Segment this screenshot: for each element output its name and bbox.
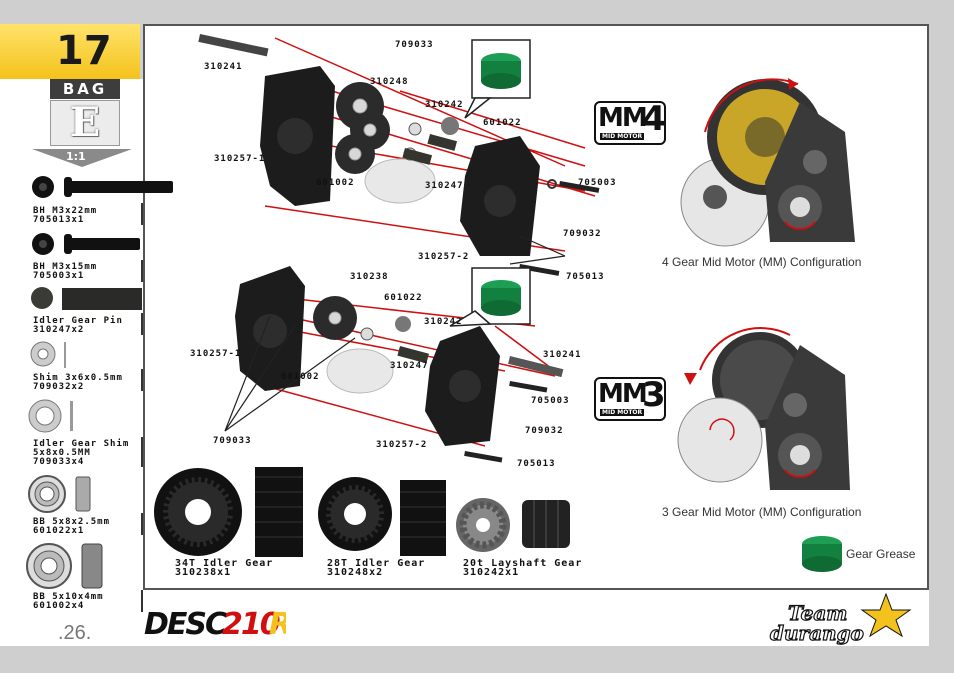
part-code: 705013x1 <box>33 215 85 225</box>
callout-label: 709032 <box>563 229 602 239</box>
part-size: 5x8x0.5MM <box>33 448 91 458</box>
mm3-badge-sub: MID MOTOR <box>600 409 645 416</box>
mm3-badge: MM 3 MID MOTOR <box>594 375 666 421</box>
svg-text:DESC: DESC <box>144 607 227 640</box>
gear-grease-icon <box>802 536 842 572</box>
callout-label: 705013 <box>566 272 605 282</box>
mm4-config-illustration <box>680 78 855 247</box>
callout-label: 310238 <box>350 272 389 282</box>
screw-15mm-icon <box>32 233 140 255</box>
mm4-badge-digit: 4 <box>642 99 666 139</box>
divider <box>141 590 143 612</box>
callout-label: 310257-1 <box>214 154 266 164</box>
part-name: Idler Gear Pin <box>33 316 123 326</box>
callout-label: 310247 <box>390 361 429 371</box>
part-name: BB 5x10x4mm <box>33 592 104 602</box>
gear-code: 310248x2 <box>327 567 384 578</box>
part-name: BH M3x22mm <box>33 206 98 216</box>
gear-name: 20t Layshaft Gear <box>463 558 583 569</box>
svg-text:Team: Team <box>788 601 847 625</box>
idler-shim-icon <box>28 399 73 433</box>
bag-label: BAG <box>50 79 120 99</box>
gear-name: 28T Idler Gear <box>327 558 426 569</box>
gear-code: 310242x1 <box>463 567 520 578</box>
part-code: 310247x2 <box>33 325 85 335</box>
mm3-badge-digit: 3 <box>642 375 666 415</box>
shim-icon <box>30 341 66 368</box>
divider <box>141 369 143 391</box>
callout-label: 709033 <box>395 40 434 50</box>
mm4-badge: MM 4 MID MOTOR <box>594 99 666 145</box>
callout-label: 601002 <box>316 178 355 188</box>
mm4-caption: 4 Gear Mid Motor (MM) Configuration <box>662 255 862 269</box>
callout-label: 709032 <box>525 426 564 436</box>
part-code: 705003x1 <box>33 271 85 281</box>
sidebar-bg <box>0 79 143 646</box>
exploded-diagram <box>198 34 600 463</box>
idler-pin-icon <box>31 287 142 310</box>
callout-label: 601022 <box>483 118 522 128</box>
mm4-badge-text: MM <box>598 103 648 133</box>
divider <box>141 513 143 535</box>
svg-text:210: 210 <box>222 607 280 640</box>
part-name: Shim 3x6x0.5mm <box>33 373 123 383</box>
callout-label: 310242 <box>424 317 463 327</box>
divider <box>141 260 143 282</box>
callout-label: 310247 <box>425 181 464 191</box>
scale-arrow-icon <box>32 149 132 167</box>
part-code: 709032x2 <box>33 382 85 392</box>
gear-name: 34T Idler Gear <box>175 558 274 569</box>
callout-label: 310241 <box>543 350 582 360</box>
desc210r-logo: DESC 210 R <box>144 607 286 640</box>
callout-label: 705013 <box>517 459 556 469</box>
part-name: Idler Gear Shim <box>33 439 130 449</box>
callout-label: 310257-1 <box>190 349 242 359</box>
step-tab <box>0 24 140 79</box>
footer-bar <box>143 590 929 646</box>
page-number: .26. <box>58 622 92 644</box>
callout-label: 601022 <box>384 293 423 303</box>
divider <box>141 437 143 467</box>
part-code: 601002x4 <box>33 601 85 611</box>
part-code: 709033x4 <box>33 457 85 467</box>
part-code: 601022x1 <box>33 526 85 536</box>
step-number: 17 <box>56 28 112 74</box>
svg-text:R: R <box>269 607 286 640</box>
svg-text:durango: durango <box>770 621 864 645</box>
bearing-5x10-icon <box>26 543 103 589</box>
callout-label: 709033 <box>213 436 252 446</box>
team-durango-logo: Team durango <box>769 592 912 646</box>
callout-label: 310248 <box>370 77 409 87</box>
divider <box>141 313 143 335</box>
gears-row <box>154 467 570 557</box>
callout-label: 310241 <box>204 62 243 72</box>
callout-label: 310242 <box>425 100 464 110</box>
scale-label: 1:1 <box>66 150 86 163</box>
callout-label: 310257-2 <box>376 440 428 450</box>
callout-label: 705003 <box>578 178 617 188</box>
bag-letter: E <box>50 100 120 146</box>
divider <box>141 203 143 225</box>
part-name: BB 5x8x2.5mm <box>33 517 111 527</box>
bearing-5x8-icon <box>28 475 91 513</box>
gear-grease-label: Gear Grease <box>846 547 916 561</box>
screw-22mm-icon <box>32 176 173 198</box>
mm3-badge-text: MM <box>598 379 648 409</box>
mm3-caption: 3 Gear Mid Motor (MM) Configuration <box>662 505 862 519</box>
part-name: BH M3x15mm <box>33 262 98 272</box>
mm4-badge-sub: MID MOTOR <box>600 133 645 140</box>
mm3-config-illustration <box>677 327 850 490</box>
callout-label: 310257-2 <box>418 252 470 262</box>
gear-code: 310238x1 <box>175 567 232 578</box>
callout-label: 601002 <box>281 372 320 382</box>
callout-label: 705003 <box>531 396 570 406</box>
